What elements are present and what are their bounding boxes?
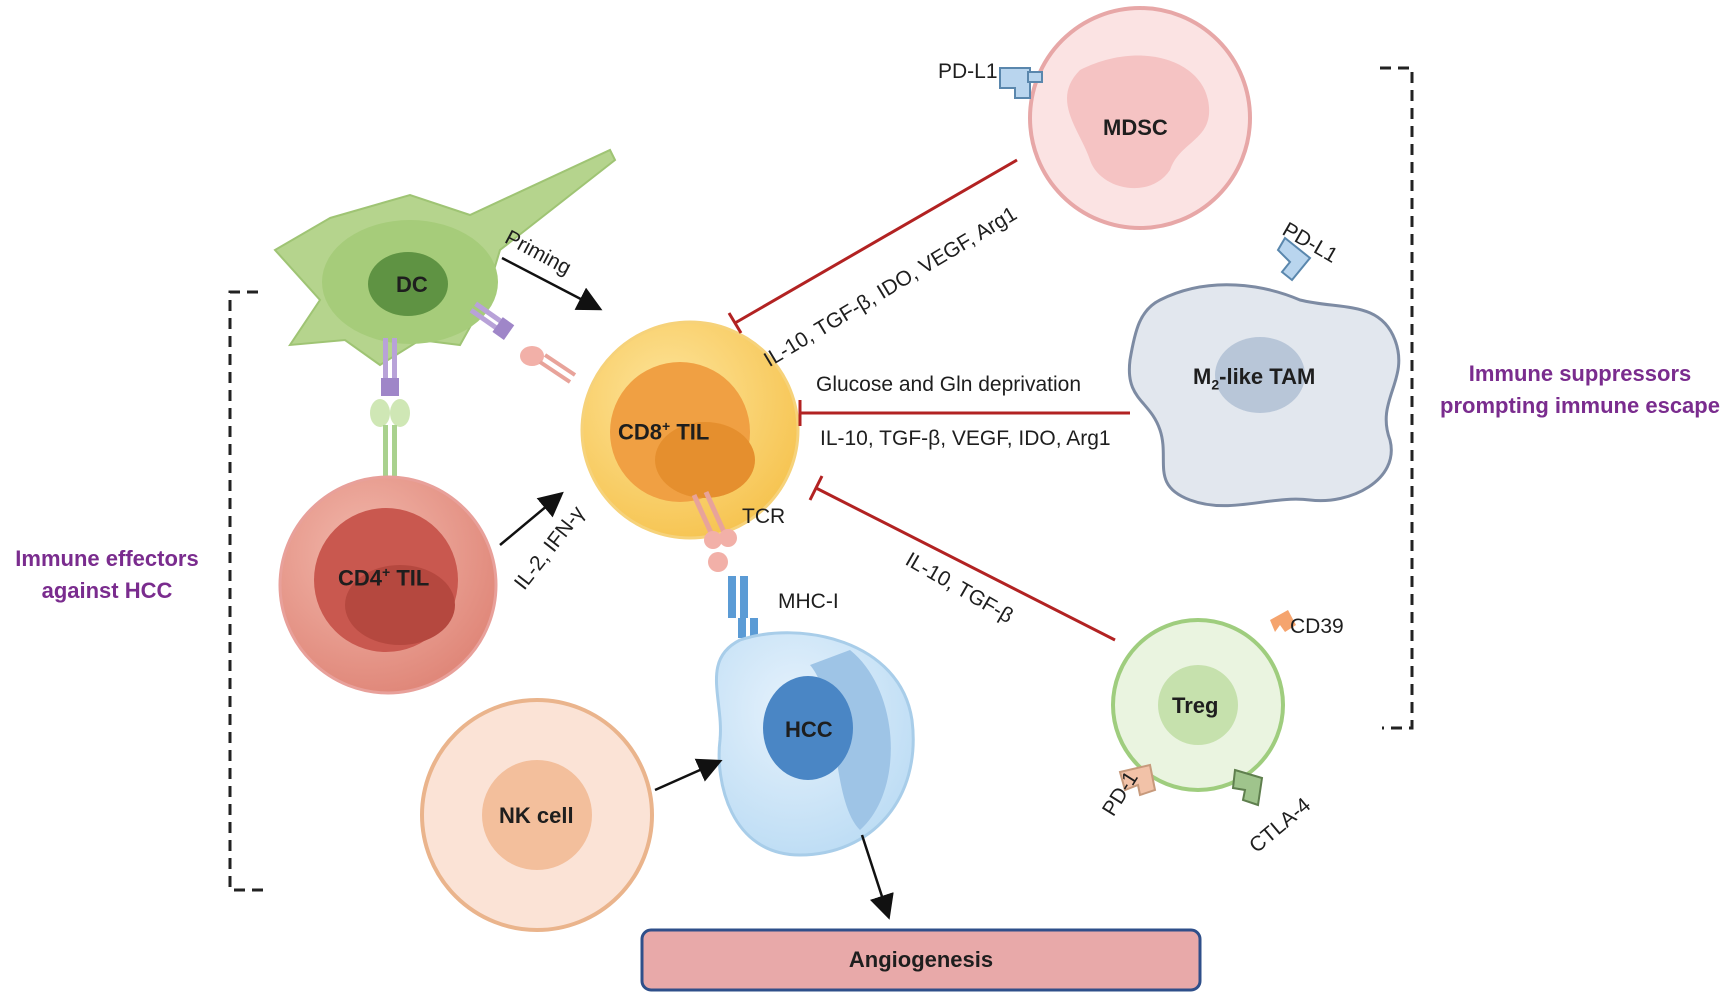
cd4-cell bbox=[278, 475, 498, 695]
ctla4-receptor bbox=[1231, 768, 1264, 807]
tam-factors-label: IL-10, TGF-β, VEGF, IDO, Arg1 bbox=[820, 427, 1111, 450]
dc-cd4-receptor bbox=[370, 338, 410, 495]
pd1-receptor bbox=[1118, 763, 1157, 797]
treg-inhibit-line bbox=[815, 486, 1116, 642]
treg-label: Treg bbox=[1172, 693, 1219, 718]
tam-cell bbox=[1127, 283, 1401, 508]
dc-label: DC bbox=[396, 272, 428, 297]
tcr-receptor bbox=[691, 490, 737, 572]
treg-cell bbox=[1111, 618, 1285, 792]
priming-arrow bbox=[501, 256, 603, 311]
cd4-label: CD4+ TIL bbox=[338, 564, 430, 591]
hcc-label: HCC bbox=[785, 717, 833, 742]
cd8-cell bbox=[580, 320, 800, 540]
tcr-label: TCR bbox=[742, 505, 786, 528]
cd39-label: CD39 bbox=[1290, 615, 1344, 638]
mdsc-pdl1-receptor bbox=[999, 67, 1043, 99]
angiogenesis-box bbox=[640, 928, 1202, 992]
angiogenesis-arrow bbox=[860, 834, 894, 920]
tam-pdl1-receptor bbox=[1276, 236, 1312, 282]
mdsc-inhibit-bar bbox=[727, 312, 743, 334]
mdsc-cell bbox=[1028, 6, 1252, 230]
il2-arrow bbox=[499, 491, 564, 546]
effectors-bracket bbox=[228, 290, 270, 892]
nk-cell bbox=[420, 698, 654, 932]
mhc-receptor bbox=[728, 576, 758, 638]
dc-cd8-receptor bbox=[469, 301, 577, 384]
mdsc-inhibit-line bbox=[734, 158, 1018, 325]
cd8-label: CD8+ TIL bbox=[618, 418, 710, 445]
cd39-receptor bbox=[1270, 610, 1296, 632]
tam-label: M2-like TAM bbox=[1193, 364, 1316, 393]
nk-hcc-arrow bbox=[654, 758, 723, 792]
treg-inhibit-bar bbox=[808, 475, 824, 501]
angiogenesis-label: Angiogenesis bbox=[848, 947, 994, 972]
hcc-cell bbox=[715, 631, 915, 857]
dc-cell bbox=[273, 148, 617, 367]
nk-label: NK cell bbox=[499, 803, 574, 828]
mhc-label: MHC-I bbox=[778, 590, 839, 613]
mdsc-label: MDSC bbox=[1103, 115, 1168, 140]
pdl1-mdsc-label: PD-L1 bbox=[938, 60, 998, 83]
glucose-label: Glucose and Gln deprivation bbox=[816, 373, 1081, 396]
suppressors-bracket bbox=[1380, 66, 1414, 730]
